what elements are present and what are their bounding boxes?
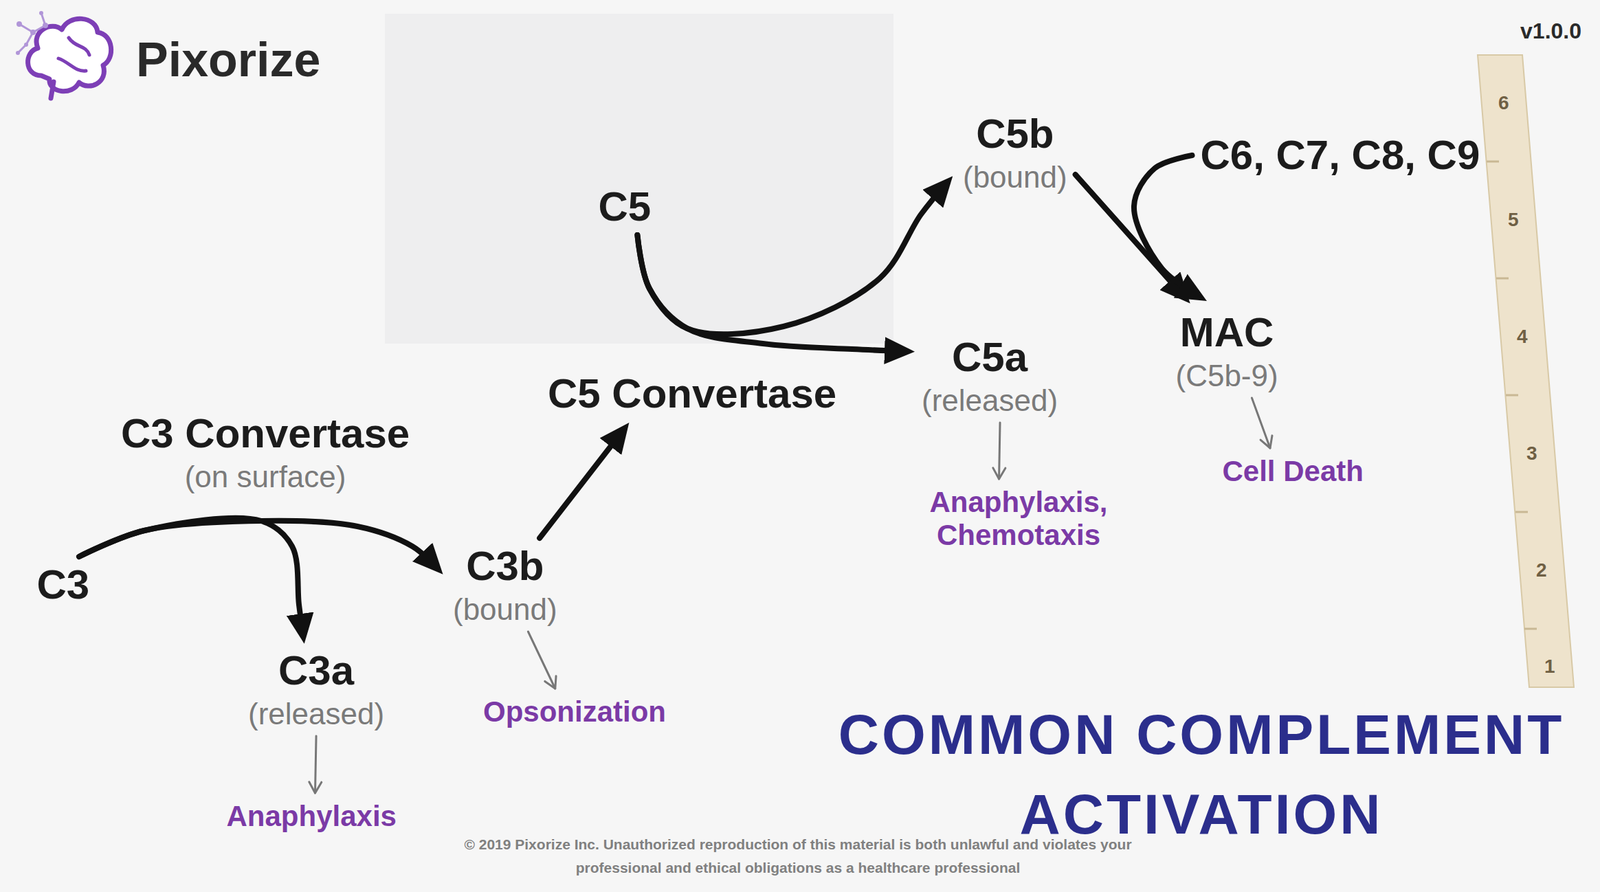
logo-stem [50, 81, 54, 99]
ruler [1477, 54, 1574, 688]
state-note: (bound) [962, 160, 1068, 194]
version-number: v1.0.0 [1520, 19, 1582, 43]
activation-arrow [637, 183, 947, 335]
activation-arrow [79, 520, 437, 568]
effect-node: Anaphylaxis, Chemotaxis [909, 483, 1128, 555]
state-note: (released) [248, 697, 385, 731]
complement-node: C3 Convertase(on surface) [115, 408, 416, 497]
activation-arrow [1134, 155, 1199, 297]
node-label: C3b [452, 543, 558, 590]
node-label: C5b [962, 111, 1068, 157]
node-label: C5 Convertase [547, 371, 837, 417]
complement-node: C5 [593, 181, 658, 233]
node-label: Anaphylaxis [226, 800, 397, 833]
logo-dot [39, 10, 44, 16]
ruler-tick [1486, 160, 1499, 163]
diagram-title: COMMON COMPLEMENT ACTIVATION [823, 694, 1580, 855]
activation-arrow [79, 518, 304, 635]
node-label: C6, C7, C8, C9 [1200, 132, 1481, 179]
state-note: (on surface) [120, 460, 410, 494]
state-note: (C5b-9) [1175, 359, 1279, 393]
complement-node: MAC(C5b-9) [1170, 307, 1284, 396]
ruler-number: 6 [1498, 92, 1510, 114]
activation-arrow [637, 235, 906, 352]
activation-arrow [539, 430, 624, 539]
ruler-number: 3 [1526, 443, 1538, 464]
ruler-number: 5 [1507, 209, 1519, 231]
node-label: MAC [1175, 309, 1279, 356]
effect-arrow [999, 422, 1000, 480]
node-label: Anaphylaxis, Chemotaxis [915, 485, 1122, 552]
logo-dot [15, 50, 20, 55]
ruler-tick [1505, 394, 1519, 397]
complement-node: C5a(released) [916, 331, 1064, 420]
brand-logo [15, 10, 112, 99]
node-label: C3 [37, 562, 91, 608]
effect-node: Opsonization [477, 692, 672, 732]
node-label: Opsonization [483, 695, 666, 729]
ruler-number: 1 [1544, 656, 1556, 677]
logo-brain [28, 18, 112, 91]
effect-node: Anaphylaxis [221, 797, 403, 836]
logo-network [17, 13, 46, 53]
effect-arrow [527, 631, 555, 689]
window-pane [384, 13, 894, 344]
complement-node: C3b(bound) [447, 540, 563, 629]
logo-dot [24, 42, 29, 47]
ruler-number: 4 [1516, 326, 1528, 348]
logo-fold [58, 37, 90, 71]
ruler-number: 2 [1536, 560, 1548, 581]
node-label: C5 [598, 184, 652, 230]
brand-name: Pixorize [136, 35, 321, 84]
complement-node: C6, C7, C8, C9 [1195, 129, 1486, 181]
node-label: Cell Death [1222, 454, 1364, 488]
node-label: C3a [248, 648, 385, 694]
complement-node: C3a(released) [242, 645, 390, 734]
copyright-notice: © 2019 Pixorize Inc. Unauthorized reprod… [440, 832, 1156, 880]
effect-arrow [314, 736, 317, 794]
ruler-tick [1496, 277, 1509, 280]
ruler-tick [1524, 628, 1537, 631]
effect-node: Cell Death [1217, 452, 1370, 491]
logo-dot [16, 21, 22, 27]
state-note: (bound) [452, 593, 558, 627]
complement-node: C5b(bound) [957, 108, 1073, 197]
state-note: (released) [921, 384, 1058, 418]
complement-node: C5 Convertase [542, 368, 842, 420]
ruler-tick [1515, 511, 1528, 514]
effect-arrow [1251, 397, 1271, 449]
node-label: C3 Convertase [120, 410, 410, 457]
logo-dot [42, 22, 49, 29]
node-label: C5a [921, 334, 1058, 381]
logo-dot [30, 29, 36, 36]
complement-node: C3 [31, 559, 96, 611]
